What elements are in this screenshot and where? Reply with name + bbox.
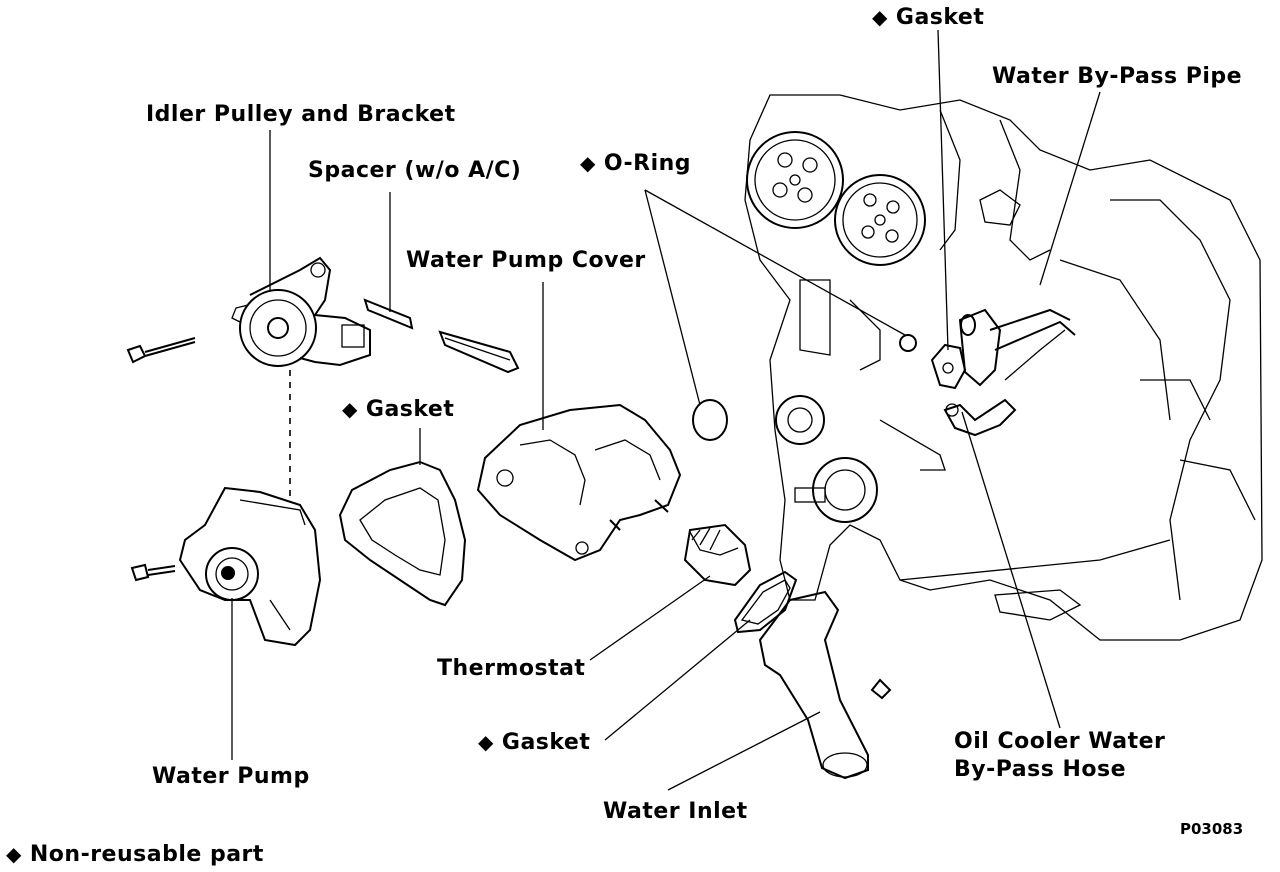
label-gasket-mid: ◆ Gasket [342, 396, 454, 423]
label-text: Water Pump [152, 764, 310, 789]
label-text: Gasket [365, 397, 455, 422]
label-text-line1: Oil Cooler Water [954, 729, 1166, 754]
water-pump-cover-drawing [476, 403, 682, 562]
figure-code: P03083 [1180, 816, 1243, 842]
label-gasket-top: ◆ Gasket [872, 4, 984, 31]
label-text-line2: By-Pass Hose [954, 757, 1127, 782]
water-inlet-drawing [758, 590, 892, 780]
figure-code-text: P03083 [1180, 820, 1244, 838]
label-text: Gasket [501, 730, 591, 755]
label-text: Water Pump Cover [406, 248, 646, 273]
thermostat-drawing [683, 523, 752, 587]
bypass-pipe-drawing [930, 308, 1076, 437]
label-water-inlet: Water Inlet [603, 799, 748, 825]
o-ring-drawing [692, 399, 728, 441]
non-reusable-diamond-icon: ◆ [478, 730, 494, 754]
leader-lines [231, 29, 1101, 791]
non-reusable-diamond-icon: ◆ [342, 397, 358, 421]
non-reusable-diamond-icon: ◆ [872, 5, 888, 29]
idler-pulley-drawing [126, 256, 520, 500]
legend-text: Non-reusable part [29, 842, 264, 867]
label-spacer: Spacer (w/o A/C) [308, 158, 521, 184]
label-gasket-bottom: ◆ Gasket [478, 729, 590, 756]
label-text: Idler Pulley and Bracket [146, 102, 456, 127]
non-reusable-diamond-icon: ◆ [580, 151, 596, 175]
label-text: Thermostat [437, 656, 586, 681]
label-text: Water Inlet [603, 799, 748, 824]
label-text: Gasket [895, 5, 985, 30]
label-o-ring: ◆ O-Ring [580, 150, 691, 177]
legend: ◆ Non-reusable part [6, 841, 264, 868]
label-text: O-Ring [603, 151, 692, 176]
engine-block-drawing [744, 94, 1263, 641]
inlet-gasket-drawing [733, 570, 798, 634]
label-oil-cooler-hose: Oil Cooler Water By-Pass Hose [954, 728, 1165, 784]
label-text: Water By-Pass Pipe [992, 64, 1243, 89]
non-reusable-diamond-icon: ◆ [6, 842, 22, 866]
label-idler-pulley: Idler Pulley and Bracket [146, 102, 456, 128]
water-pump-drawing [130, 486, 322, 647]
label-water-pump-cover: Water Pump Cover [406, 248, 646, 274]
label-water-bypass-pipe: Water By-Pass Pipe [992, 64, 1242, 90]
cover-gasket-drawing [338, 460, 467, 607]
label-text: Spacer (w/o A/C) [308, 158, 522, 183]
label-water-pump: Water Pump [152, 764, 310, 790]
label-thermostat: Thermostat [437, 656, 585, 682]
